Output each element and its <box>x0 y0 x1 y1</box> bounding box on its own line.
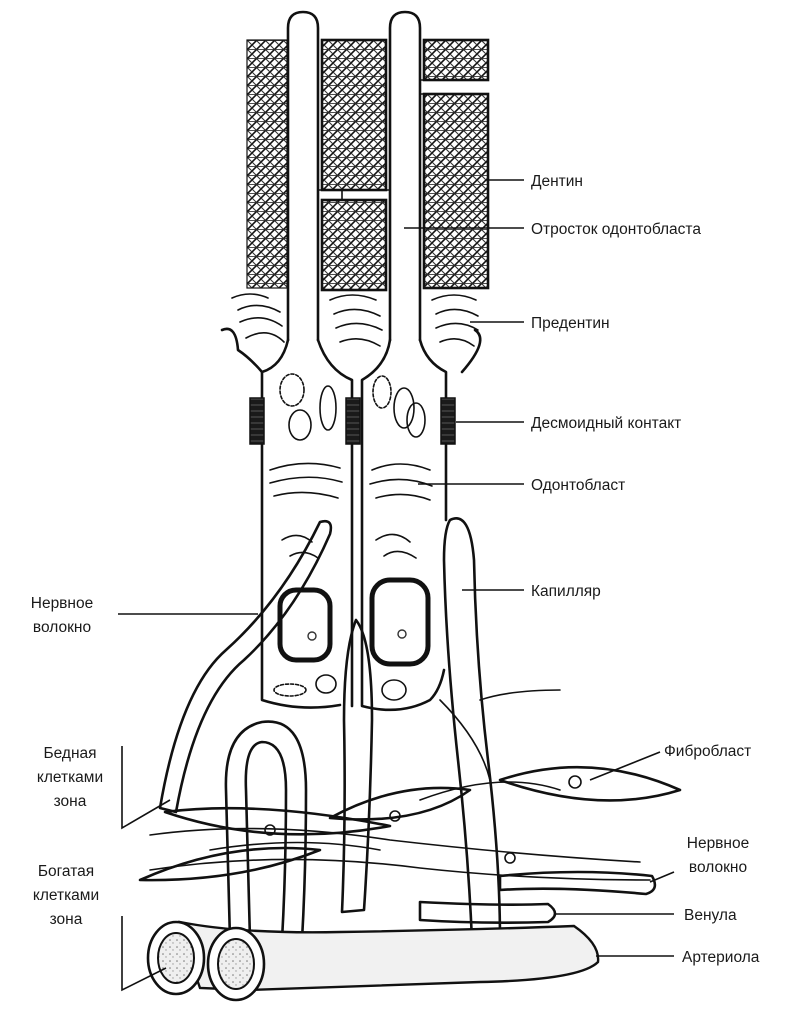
label-arteriole: Артериола <box>682 949 760 966</box>
label-nerve-fiber-right-2: волокно <box>689 859 747 876</box>
label-capillary: Капилляр <box>531 583 601 600</box>
pulp-fibers <box>140 767 680 880</box>
label-fibroblast: Фибробласт <box>664 743 751 760</box>
label-cell-rich-zone-2: клетками <box>33 887 99 904</box>
label-cell-poor-zone-1: Бедная <box>43 745 96 762</box>
label-nerve-fiber-left-2: волокно <box>33 619 91 636</box>
label-predentin: Предентин <box>531 315 610 332</box>
odontoblast-cells <box>262 340 446 710</box>
label-cell-rich-zone-3: зона <box>50 911 83 928</box>
label-odontoblast-process: Отросток одонтобласта <box>531 221 701 238</box>
label-venule: Венула <box>684 907 737 924</box>
labels: Дентин Отросток одонтобласта Предентин Д… <box>31 173 760 966</box>
label-nerve-fiber-left-1: Нервное <box>31 595 93 612</box>
label-cell-rich-zone-1: Богатая <box>38 863 94 880</box>
arteriole <box>148 922 598 1000</box>
label-nerve-fiber-right-1: Нервное <box>687 835 749 852</box>
label-cell-poor-zone-3: зона <box>54 793 87 810</box>
label-desmoid-contact: Десмоидный контакт <box>531 415 681 432</box>
label-dentin: Дентин <box>531 173 583 190</box>
predentin-layer <box>222 294 480 372</box>
dentin-layer <box>247 40 488 290</box>
label-odontoblast: Одонтобласт <box>531 477 625 494</box>
label-cell-poor-zone-2: клетками <box>37 769 103 786</box>
